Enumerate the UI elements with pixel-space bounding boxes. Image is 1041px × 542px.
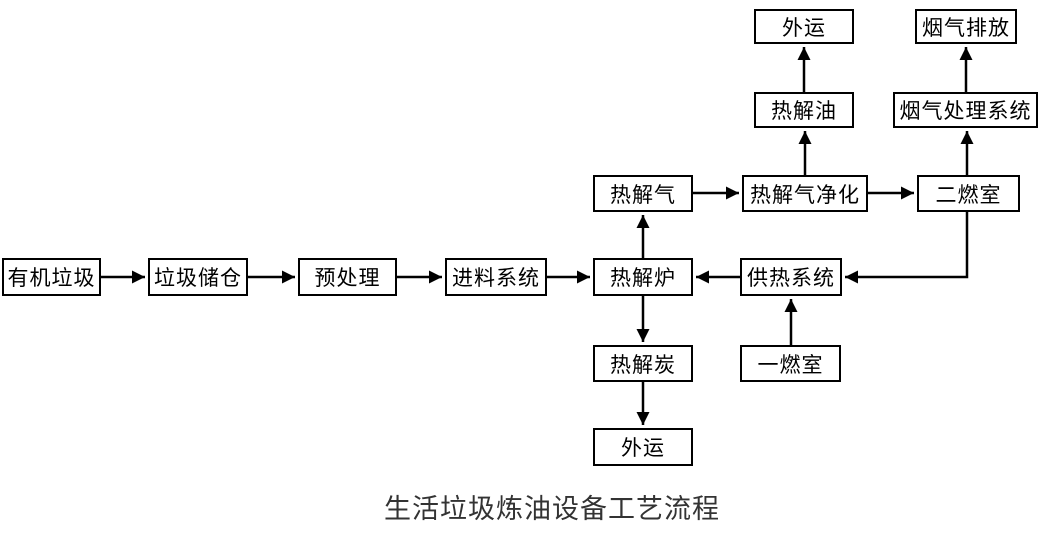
node-pyrolysis-furnace: 热解炉 [593,258,693,296]
node-pretreatment: 预处理 [298,258,397,296]
node-pyrolysis-gas-purification: 热解气净化 [742,175,868,212]
node-waste-storage: 垃圾储仓 [148,258,248,296]
node-pyrolysis-oil: 热解油 [754,92,854,128]
node-secondary-combustion-chamber: 二燃室 [917,175,1020,212]
node-flue-gas-emission: 烟气排放 [915,9,1017,44]
node-heat-supply-system: 供热系统 [740,258,842,296]
node-pyrolysis-char: 热解炭 [593,345,693,382]
node-pyrolysis-gas: 热解气 [593,175,693,212]
node-feeding-system: 进料系统 [445,258,547,296]
node-flue-gas-treatment-system: 烟气处理系统 [893,92,1038,128]
node-outbound-transport-char: 外运 [593,428,693,466]
diagram-title: 生活垃圾炼油设备工艺流程 [384,494,720,524]
node-primary-combustion-chamber: 一燃室 [740,345,841,382]
node-outbound-transport-oil: 外运 [754,9,854,44]
node-organic-waste: 有机垃圾 [2,258,101,296]
